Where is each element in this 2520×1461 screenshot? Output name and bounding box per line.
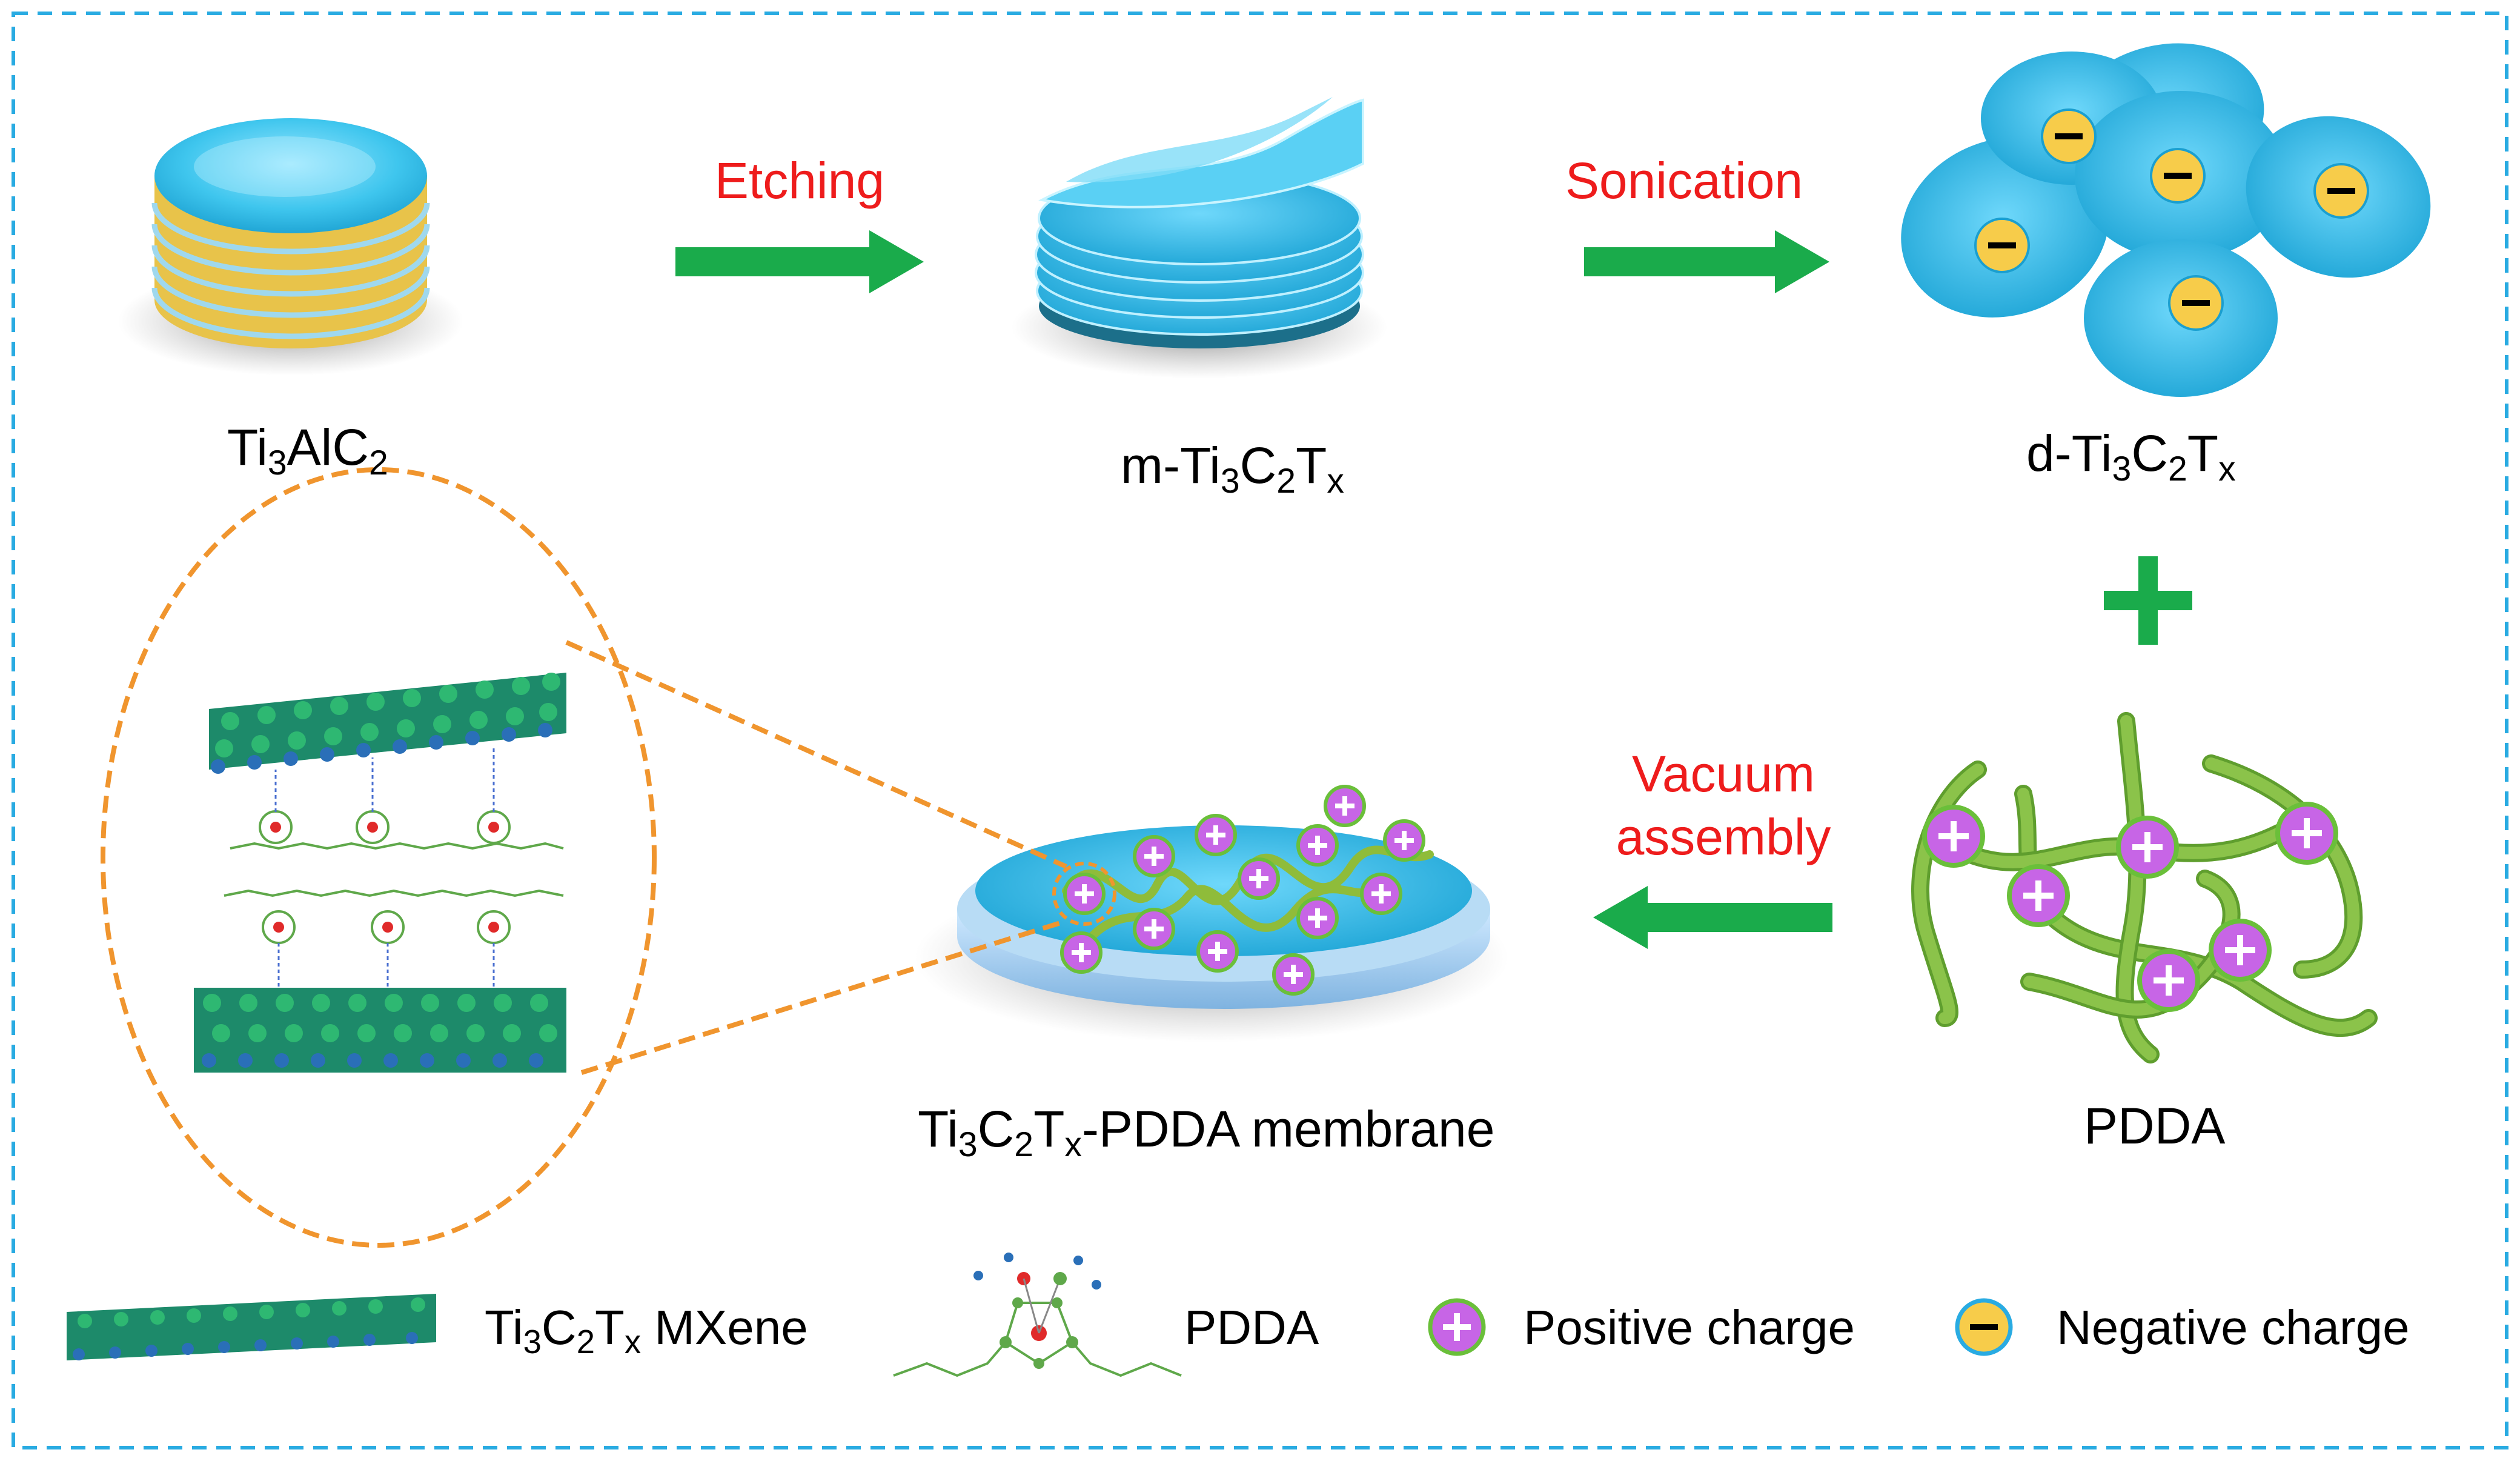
vacuum-label-line2: assembly <box>1616 808 1831 865</box>
zoom-connector-lines <box>565 640 1067 1075</box>
positive-charge-marker <box>1922 805 1985 868</box>
vacuum-assembly-arrow <box>1593 886 1832 949</box>
negative-charge-marker <box>2150 148 2206 204</box>
positive-charge-marker <box>2275 802 2338 865</box>
positive-charge-marker <box>2209 919 2272 982</box>
combine-plus-sign <box>2104 556 2192 645</box>
zoomed-mxene-lower-slab <box>194 988 566 1073</box>
positive-charge-marker <box>1060 931 1102 974</box>
positive-charge-marker <box>1360 873 1402 915</box>
legend-positive-label: Positive charge <box>1524 1300 1855 1354</box>
legend-mxene-label: Ti3C2Tx MXene <box>485 1300 808 1361</box>
zoom-ellipse <box>101 467 657 1248</box>
d-ti3c2tx-label: d-Ti3C2Tx <box>2026 425 2236 488</box>
positive-charge-marker <box>1196 930 1239 973</box>
m-ti3c2tx-illustration <box>1012 97 1387 379</box>
zoomed-pdda-chains <box>224 745 564 988</box>
negative-charge-marker <box>2313 163 2369 219</box>
m-ti3c2tx-label: m-Ti3C2Tx <box>1121 437 1344 501</box>
figure-frame <box>12 12 2508 1449</box>
legend-mxene-icon <box>67 1294 436 1360</box>
negative-charge-marker <box>2041 108 2097 164</box>
positive-charge-marker <box>1296 824 1339 867</box>
sonication-label: Sonication <box>1565 152 1803 209</box>
membrane-label: Ti3C2Tx-PDDA membrane <box>918 1100 1495 1164</box>
negative-charge-marker <box>1974 218 2030 273</box>
positive-charge-marker <box>1195 814 1237 856</box>
ti3alc2-illustration <box>118 118 463 376</box>
legend-pdda-icon <box>893 1253 1182 1377</box>
etching-arrow <box>675 230 924 293</box>
legend-negative-label: Negative charge <box>2057 1300 2410 1354</box>
negative-charge-marker <box>2168 275 2224 331</box>
legend-pdda-label: PDDA <box>1184 1300 1319 1354</box>
legend-positive-charge-icon <box>1428 1298 1486 1356</box>
positive-charge-marker <box>2007 864 2070 927</box>
positive-charge-marker <box>1238 857 1280 900</box>
zoom-spot <box>1052 862 1116 926</box>
positive-charge-marker <box>1133 908 1175 950</box>
positive-charge-marker <box>1324 785 1366 827</box>
positive-charge-marker <box>1063 873 1106 915</box>
pdda-chains-illustration <box>1911 712 2378 1063</box>
positive-charge-marker <box>1383 819 1425 862</box>
vacuum-assembly-label: Vacuum assembly <box>1587 742 1860 868</box>
zoomed-mxene-upper-slab <box>209 673 566 774</box>
positive-charge-marker <box>2137 949 2200 1012</box>
pdda-label: PDDA <box>2084 1097 2226 1154</box>
ti3alc2-label: Ti3AlC2 <box>227 419 388 482</box>
sonication-arrow <box>1584 230 1829 293</box>
legend-negative-charge-icon <box>1955 1298 2013 1356</box>
positive-charge-marker <box>2116 816 2179 879</box>
positive-charge-marker <box>1272 953 1315 996</box>
vacuum-label-line1: Vacuum <box>1632 745 1815 802</box>
positive-charge-marker <box>1133 835 1175 877</box>
etching-label: Etching <box>714 152 885 209</box>
positive-charge-marker <box>1296 897 1339 939</box>
d-ti3c2tx-illustration <box>1901 43 2431 397</box>
